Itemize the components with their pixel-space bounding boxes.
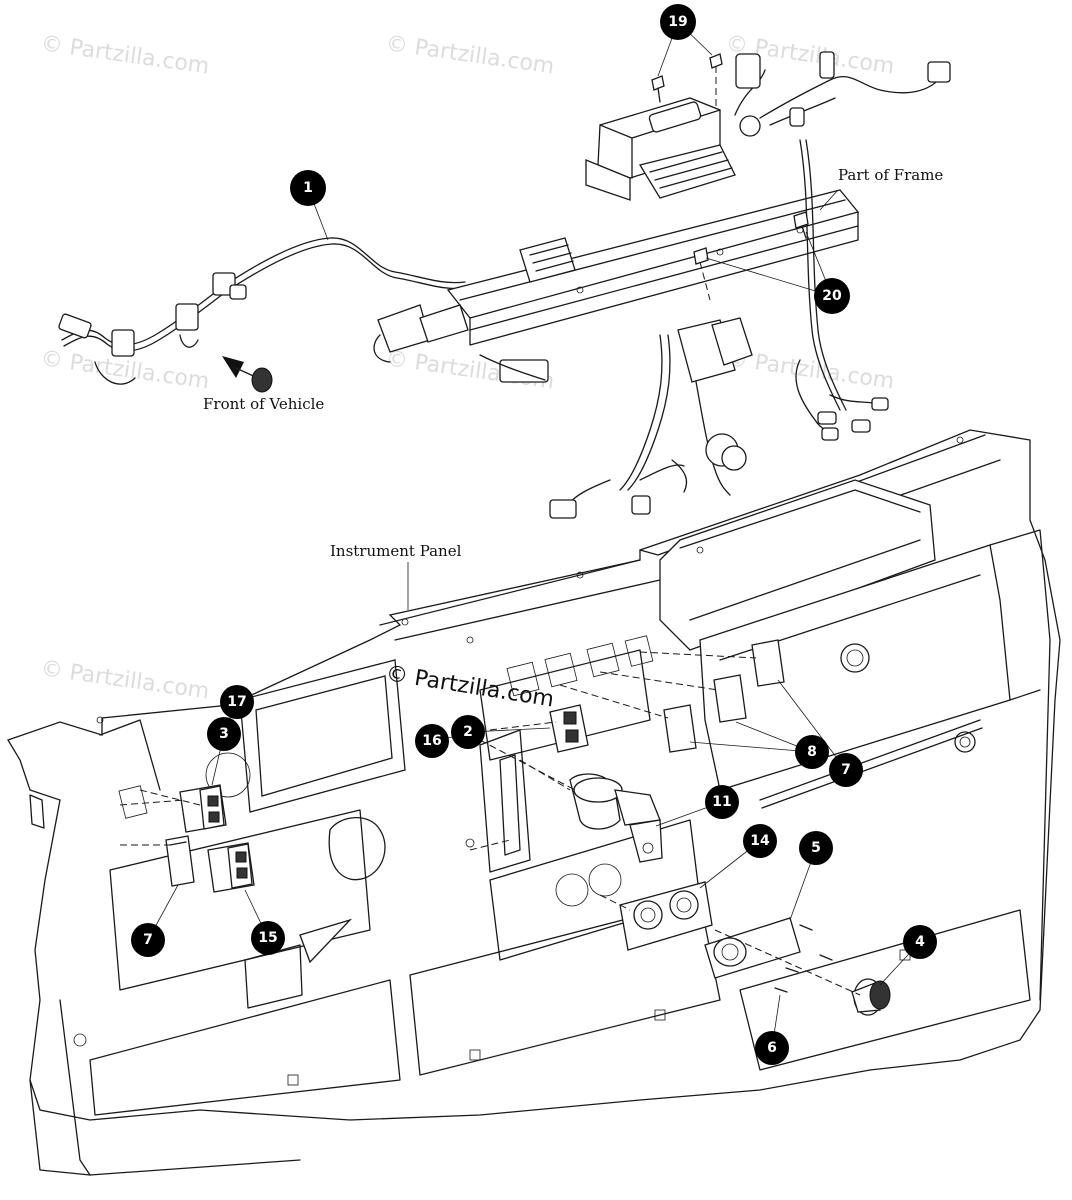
callout-11: 11 (705, 785, 739, 819)
svg-text:7: 7 (841, 762, 851, 778)
callout-14: 14 (743, 824, 777, 858)
callout-19: 19 (660, 4, 696, 40)
svg-text:16: 16 (422, 733, 441, 749)
svg-text:8: 8 (807, 744, 817, 760)
svg-text:5: 5 (811, 840, 821, 856)
svg-text:3: 3 (219, 726, 229, 742)
callout-3: 3 (207, 717, 241, 751)
svg-text:6: 6 (767, 1040, 777, 1056)
svg-text:4: 4 (915, 934, 925, 950)
callout-7-left: 7 (131, 923, 165, 957)
svg-text:1: 1 (303, 180, 313, 196)
front-of-vehicle-label: Front of Vehicle (203, 395, 324, 413)
svg-text:15: 15 (258, 930, 277, 946)
callout-16: 16 (415, 724, 449, 758)
callout-7-right: 7 (829, 753, 863, 787)
wiring-harness (58, 51, 951, 519)
watermark: © Partzilla.com (39, 31, 211, 79)
instrument-panel-label: Instrument Panel (330, 542, 462, 560)
instrument-panel (7, 429, 1061, 1176)
callout-8: 8 (795, 735, 829, 769)
svg-text:20: 20 (822, 288, 842, 304)
alignment-lines (119, 651, 861, 996)
leader-lines (147, 21, 921, 1049)
svg-text:19: 19 (668, 14, 687, 30)
watermark: © Partzilla.com (39, 656, 211, 704)
callout-5: 5 (799, 831, 833, 865)
svg-text:17: 17 (227, 694, 246, 710)
callout-20: 20 (814, 278, 850, 314)
callout-1: 1 (290, 170, 326, 206)
callout-4: 4 (903, 925, 937, 959)
svg-text:2: 2 (463, 724, 473, 740)
watermark: © Partzilla.com (384, 31, 556, 79)
svg-text:11: 11 (712, 794, 731, 810)
callout-2: 2 (451, 715, 485, 749)
callout-6: 6 (755, 1031, 789, 1065)
callout-15: 15 (251, 921, 285, 955)
callout-17: 17 (220, 685, 254, 719)
part-of-frame-label: Part of Frame (838, 166, 943, 184)
svg-text:7: 7 (143, 932, 153, 948)
front-of-vehicle-arrow-icon (222, 356, 273, 393)
switches (165, 639, 891, 1016)
svg-text:14: 14 (750, 833, 770, 849)
